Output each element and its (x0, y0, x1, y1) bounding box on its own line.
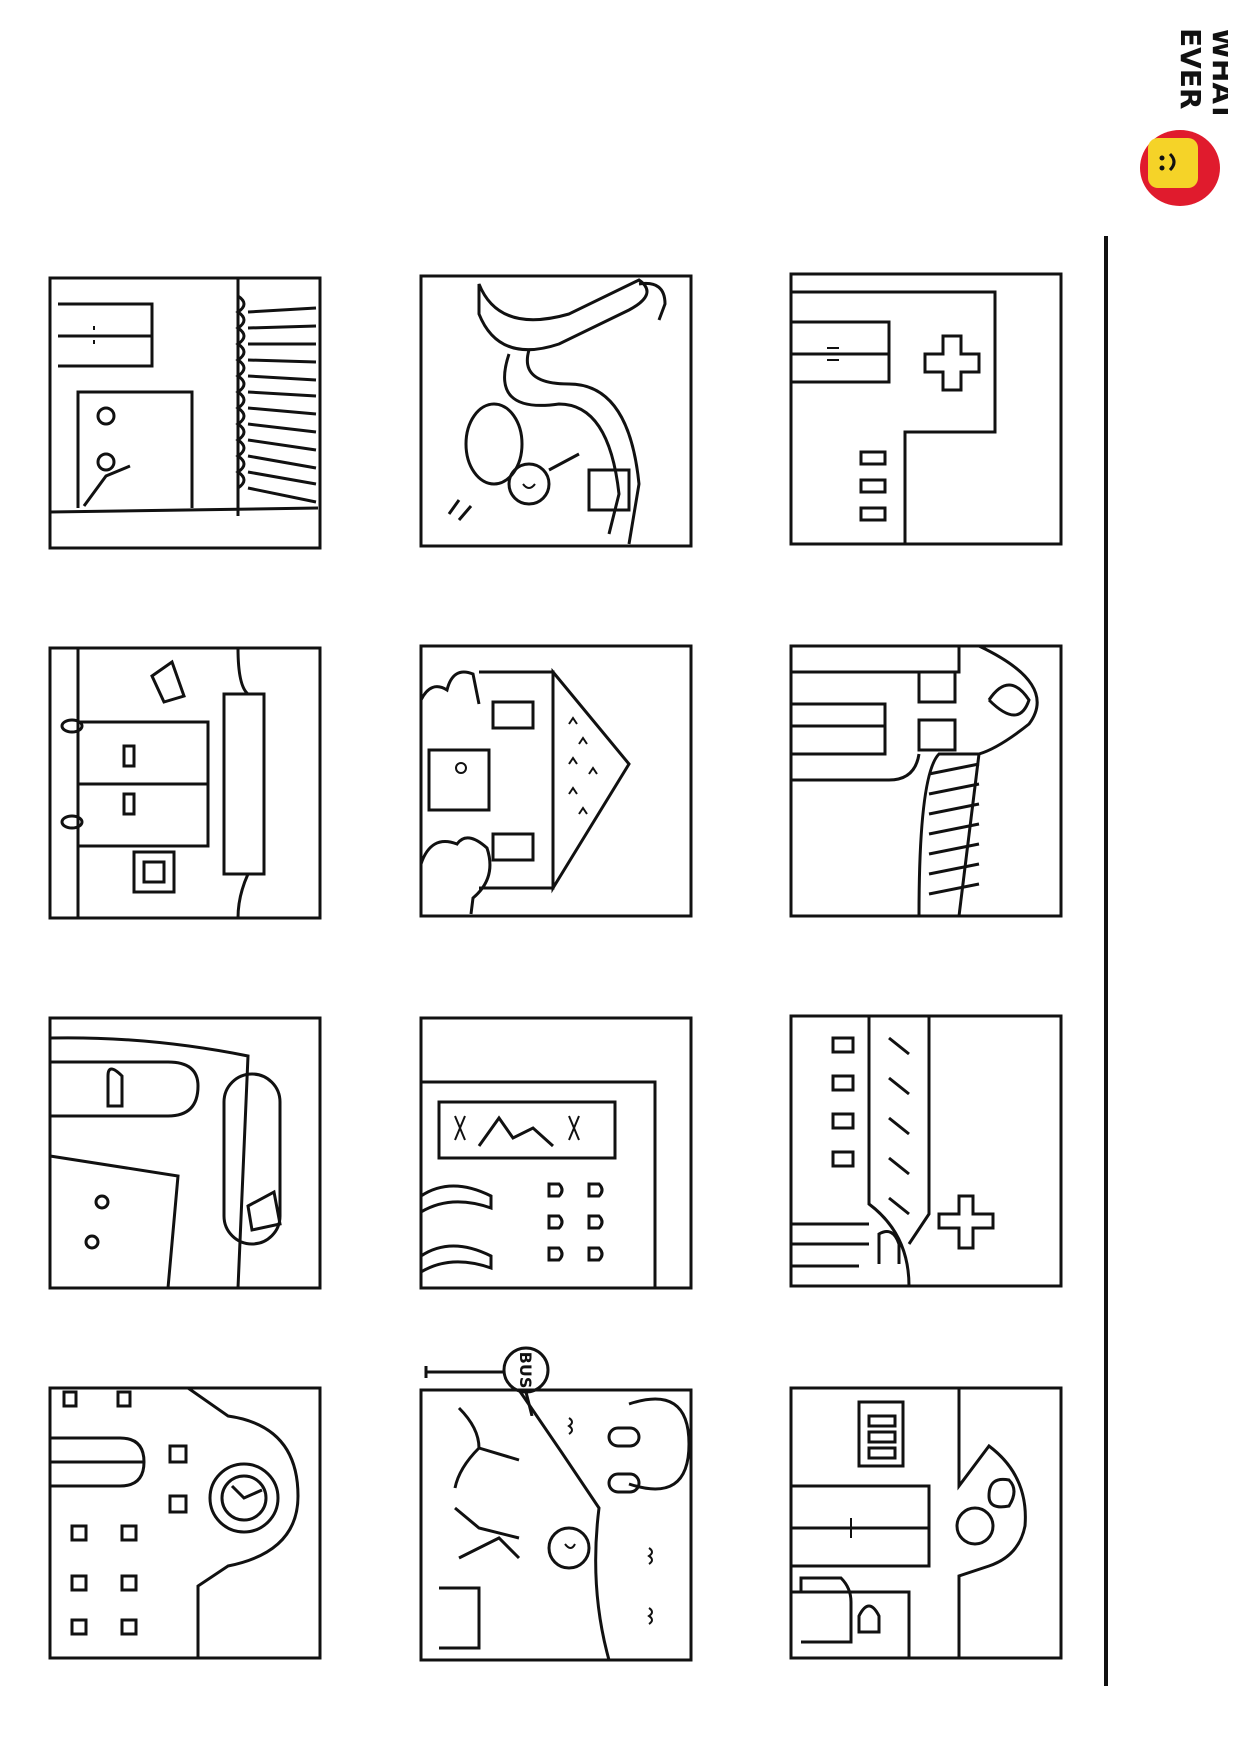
cell-post-office (48, 1016, 322, 1290)
theater-building-icon (419, 1016, 693, 1290)
cell-bookstore (48, 646, 322, 920)
hospital-building-icon (789, 272, 1063, 546)
house-with-trees-icon (419, 644, 693, 918)
school-building-icon (789, 644, 1063, 918)
cafe-building-icon (48, 276, 322, 550)
cell-bus-stop-park (419, 1388, 693, 1662)
church-building-icon (789, 1014, 1063, 1288)
post-office-building-icon (48, 1016, 322, 1290)
cell-school (789, 644, 1063, 918)
cell-waterpark (419, 274, 693, 548)
vertical-divider-line (1104, 236, 1108, 1686)
cell-theater (419, 1016, 693, 1290)
logo-text-what: WHAT (1206, 28, 1228, 121)
cell-police-station (789, 1386, 1063, 1660)
water-slide-icon (419, 274, 693, 548)
logo-text-ever: EVER (1174, 28, 1207, 109)
whatever-logo: WHAT EVER (1118, 18, 1239, 218)
logo-face-icon (1140, 130, 1220, 206)
cell-hospital (789, 272, 1063, 546)
cell-cafe (48, 276, 322, 550)
bookstore-building-icon (48, 646, 322, 920)
bus-stop-park-icon (419, 1388, 693, 1662)
cell-clock-building (48, 1386, 322, 1660)
police-station-building-icon (789, 1386, 1063, 1660)
cell-house (419, 644, 693, 918)
clock-tower-building-icon (48, 1386, 322, 1660)
bus-sign-label: BUS (516, 1352, 535, 1389)
cell-church (789, 1014, 1063, 1288)
